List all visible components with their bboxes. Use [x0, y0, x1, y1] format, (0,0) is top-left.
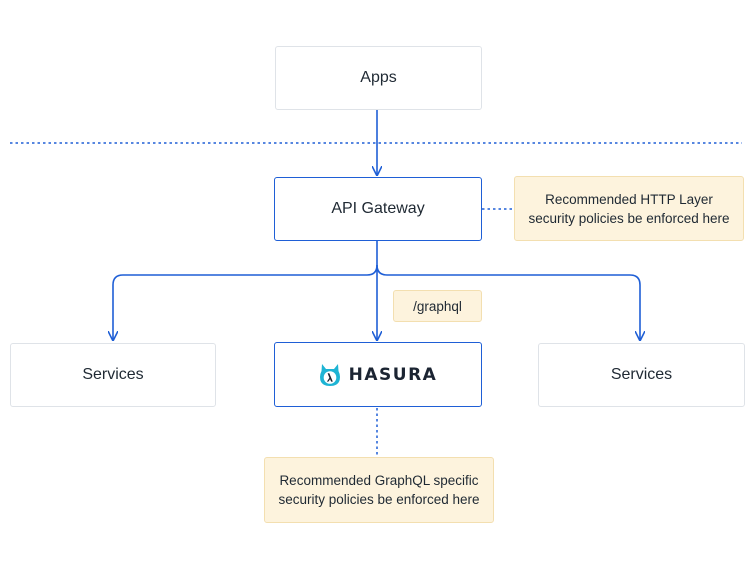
http-layer-note: Recommended HTTP Layer security policies…	[514, 176, 744, 241]
api-gateway-label: API Gateway	[331, 200, 425, 217]
http-note-line-2: security policies be enforced here	[528, 210, 730, 226]
services-left-node: Services	[10, 343, 216, 407]
edge-gateway-to-services-right	[376, 264, 640, 340]
api-gateway-node: API Gateway	[274, 177, 482, 241]
services-right-label: Services	[610, 366, 673, 383]
edge-gateway-to-services-left	[113, 241, 378, 340]
apps-node: Apps	[275, 46, 482, 110]
services-right-node: Services	[538, 343, 745, 407]
graphql-note-line-2: security policies be enforced here	[278, 492, 480, 507]
graphql-route-tag: /graphql	[393, 290, 482, 322]
graphql-route-label: /graphql	[413, 298, 462, 314]
hasura-logo-icon	[319, 363, 340, 386]
apps-label: Apps	[360, 69, 397, 86]
hasura-label: HASURA	[348, 364, 438, 385]
http-note-line-1: Recommended HTTP Layer	[545, 191, 713, 207]
hasura-logo: HASURA	[319, 363, 438, 387]
graphql-security-note: Recommended GraphQL specific security po…	[264, 457, 494, 523]
services-left-label: Services	[82, 366, 144, 383]
graphql-note-line-1: Recommended GraphQL specific	[279, 473, 479, 488]
hasura-node: HASURA	[274, 342, 482, 407]
